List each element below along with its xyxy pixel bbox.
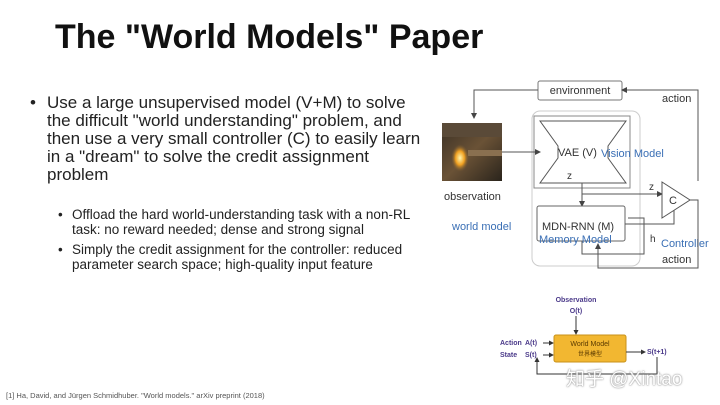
bullet-list: Use a large unsupervised model (V+M) to … — [30, 94, 425, 278]
wm-o-t-label: O(t) — [570, 308, 582, 315]
wm-a-t-label: A(t) — [525, 340, 537, 347]
vae-label: VAE (V) — [558, 147, 597, 159]
h-label: h — [650, 234, 656, 245]
observation-label: observation — [444, 191, 501, 203]
watermark: 知乎 @Xintao — [566, 369, 683, 390]
main-bullet: Use a large unsupervised model (V+M) to … — [30, 94, 425, 184]
controller-triangle — [661, 181, 691, 219]
wm-box-title: World Model — [570, 341, 610, 348]
wm-s-t-label: S(t) — [525, 352, 537, 359]
world-model-mini-diagram: Observation O(t) Action A(t) State S(t) … — [500, 297, 667, 375]
wm-box-sub: 世界模型 — [578, 350, 602, 358]
wm-s-next-label: S(t+1) — [647, 349, 667, 356]
env-to-observation-arrow — [471, 89, 538, 119]
wm-state-label: State — [500, 352, 517, 359]
controller-c-label: C — [669, 195, 677, 207]
action-top-label: action — [662, 93, 691, 105]
wm-world-model-box — [553, 334, 627, 363]
wm-action-label: Action — [500, 340, 522, 347]
memory-model-label: Memory Model — [539, 234, 612, 246]
vision-model-label: Vision Model — [601, 148, 664, 160]
wm-observation-label: Observation — [556, 297, 597, 304]
world-model-label: world model — [451, 221, 511, 233]
action-to-mdn-arrow — [595, 199, 699, 269]
sub-bullet-list: Offload the hard world-understanding tas… — [58, 207, 425, 272]
z-ctrl-label: z — [649, 182, 654, 193]
environment-label: environment — [550, 85, 611, 97]
world-models-architecture-diagram: environment action observation VAE (V) V… — [442, 80, 709, 269]
controller-label: Controller — [661, 238, 709, 250]
slide-title: The "World Models" Paper — [55, 18, 484, 56]
sub-bullet-2: Simply the credit assignment for the con… — [58, 242, 425, 272]
world-model-region — [531, 110, 641, 267]
z-vae-label: z — [567, 171, 572, 182]
action-feedback-arrow — [621, 87, 699, 181]
citation: [1] Ha, David, and Jürgen Schmidhuber. "… — [6, 391, 265, 400]
vae-encoder-shape — [539, 120, 627, 184]
mdn-label: MDN-RNN (M) — [542, 221, 614, 233]
action-bottom-label: action — [662, 254, 691, 266]
sub-bullet-1: Offload the hard world-understanding tas… — [58, 207, 425, 237]
